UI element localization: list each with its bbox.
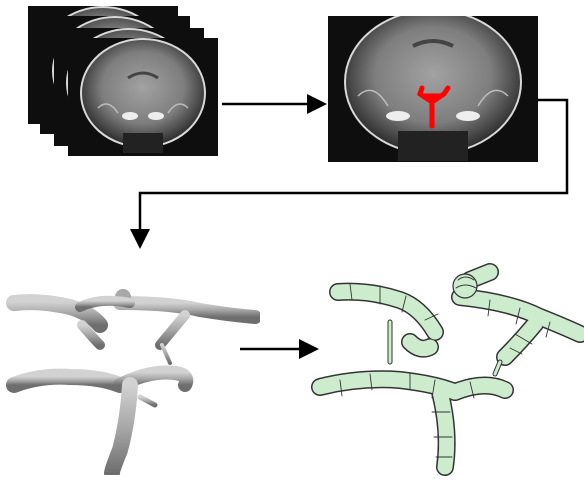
mri-stack: [24, 2, 224, 162]
vessel-mesh: [310, 262, 584, 476]
vessel-mesh-icon: [320, 272, 580, 467]
vessel-surface-icon: [14, 257, 255, 473]
vessel-surface: [0, 245, 260, 475]
mri-segmented: [328, 16, 538, 162]
mri-slice-4: [68, 38, 218, 156]
